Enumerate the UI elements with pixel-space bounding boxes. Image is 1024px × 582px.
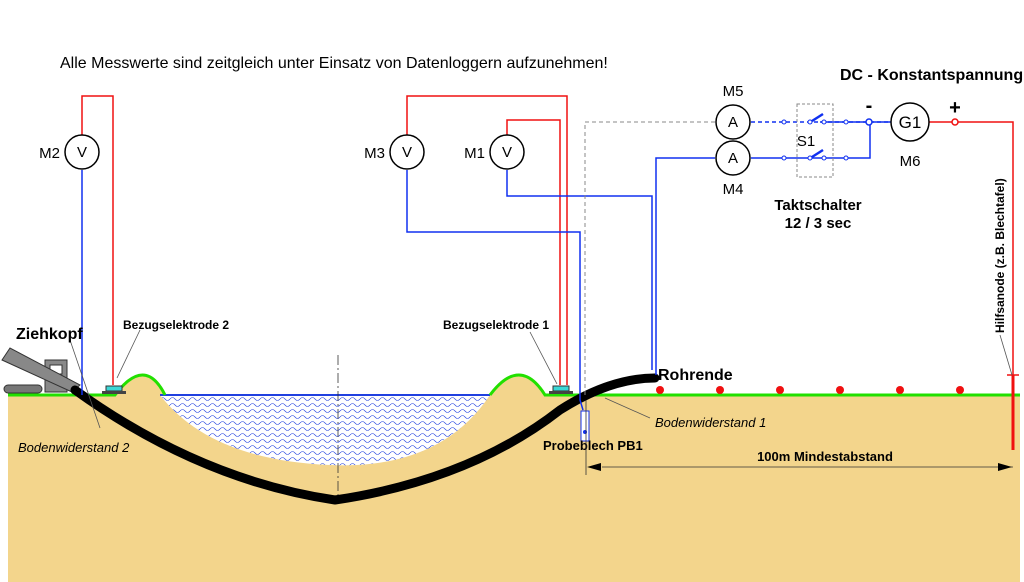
voltmeter-m2	[64, 134, 100, 170]
drilling-rig-icon	[1, 347, 81, 394]
switch-timing: 12 / 3 sec	[785, 215, 852, 232]
m2-symbol: V	[77, 144, 87, 161]
coupon-pb1	[580, 410, 590, 442]
m2-wire-red	[81, 95, 114, 385]
m1-wire-red	[506, 119, 561, 385]
rohrende-label: Rohrende	[658, 367, 733, 384]
switch-s1-box	[796, 103, 834, 178]
g1-label: G1	[899, 113, 922, 132]
m5-wire-dashed	[584, 121, 715, 395]
ziehkopf-label: Ziehkopf	[16, 326, 83, 343]
voltmeter-m3	[389, 134, 425, 170]
power-supply-label: DC - Konstantspannung	[840, 67, 1023, 84]
m3-wire-blue	[406, 170, 584, 411]
soil2-label: Bodenwiderstand 2	[18, 440, 130, 455]
ammeter-m4	[715, 140, 751, 176]
m4-wire-blue	[655, 157, 715, 375]
electrode1-label: Bezugselektrode 1	[443, 318, 549, 332]
generator-g1	[890, 102, 930, 142]
m5-symbol: A	[728, 114, 738, 131]
m1-label: M1	[464, 145, 485, 162]
switch-s1-icon	[781, 112, 873, 161]
anode-markers	[656, 386, 964, 394]
switch-wire-bottom	[751, 122, 871, 159]
ground-line	[8, 373, 1020, 397]
m3-label: M3	[364, 145, 385, 162]
plus-terminal: +	[949, 97, 961, 119]
distance-arrow	[585, 400, 1013, 475]
m3-wire-red	[406, 95, 568, 385]
instruction-title: Alle Messwerte sind zeitgleich unter Ein…	[60, 55, 608, 72]
switch-name: S1	[797, 133, 815, 150]
electrode2-label: Bezugselektrode 2	[123, 318, 229, 332]
m4-symbol: A	[728, 150, 738, 167]
m1-wire-blue	[506, 170, 653, 370]
m1-symbol: V	[502, 144, 512, 161]
switch-label: Taktschalter	[774, 197, 861, 214]
soil1-label: Bodenwiderstand 1	[655, 415, 766, 430]
m5-label: M5	[723, 83, 744, 100]
voltmeter-m1	[489, 134, 525, 170]
m4-label: M4	[723, 181, 744, 198]
m6-label: M6	[900, 153, 921, 170]
minus-terminal: -	[866, 95, 873, 117]
coupon-label: Probeblech PB1	[543, 438, 643, 453]
distance-label: 100m Mindestabstand	[757, 449, 893, 464]
m2-label: M2	[39, 145, 60, 162]
ammeter-m5	[715, 104, 751, 140]
soil	[8, 375, 1020, 582]
pipeline	[70, 373, 660, 505]
reference-electrode-1	[549, 385, 573, 394]
m3-symbol: V	[402, 144, 412, 161]
reference-electrode-2	[102, 385, 126, 394]
anode-label: Hilfsanode (z.B. Blechtafel)	[993, 178, 1007, 333]
